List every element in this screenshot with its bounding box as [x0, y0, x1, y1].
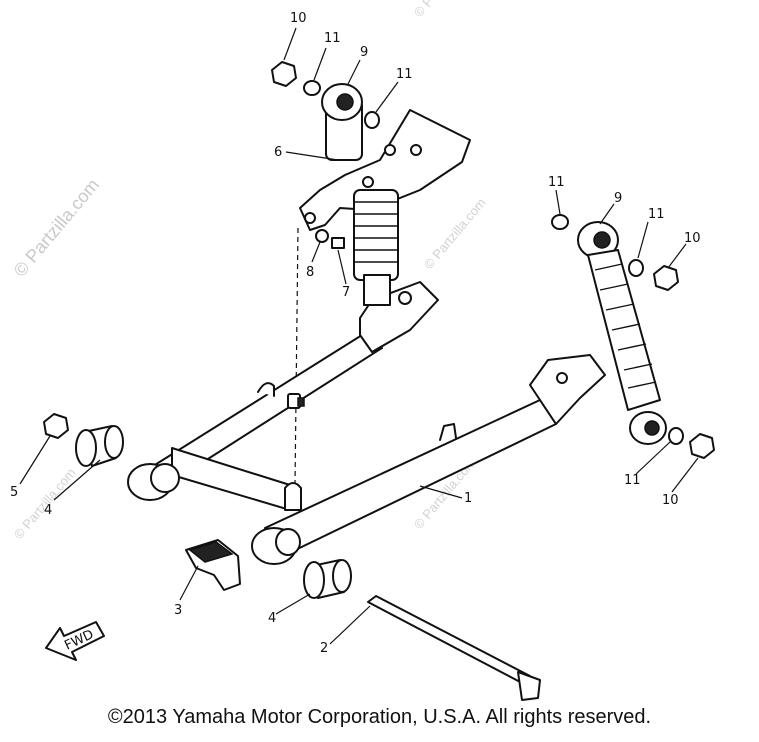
nut-right-bottom — [689, 433, 715, 459]
callout-3: 3 — [174, 603, 182, 618]
copyright-notice: ©2013 Yamaha Motor Corporation, U.S.A. A… — [107, 706, 652, 728]
swingarm-left-arm — [149, 281, 439, 481]
chain-guide — [185, 539, 241, 591]
callout-5: 5 — [10, 485, 18, 500]
callout-9b: 9 — [614, 191, 622, 206]
washer-right-c — [668, 427, 684, 445]
callout-6: 6 — [274, 145, 282, 160]
callout-4b: 4 — [268, 611, 276, 626]
callout-1: 1 — [464, 491, 472, 506]
callout-11d: 11 — [648, 207, 665, 222]
callout-11e: 11 — [624, 473, 641, 488]
pivot-shaft — [367, 595, 541, 701]
callout-4a: 4 — [44, 503, 52, 518]
swingarm-right-arm — [264, 354, 606, 556]
arm-mount-bolt — [287, 393, 305, 409]
nut-right-top — [653, 265, 679, 291]
callout-10b: 10 — [684, 231, 701, 246]
nut-left — [43, 413, 69, 439]
pivot-bushing-upper — [127, 463, 180, 501]
bushing-lower — [303, 559, 352, 599]
nut-top-left — [271, 61, 297, 87]
washer-top-left-a — [303, 80, 321, 96]
watermark-center: © Partzilla.com — [421, 195, 489, 272]
washer-mid — [315, 229, 329, 243]
washer-right-a — [551, 214, 569, 230]
shock-bracket — [299, 109, 471, 231]
callout-labels: 10 11 9 11 6 8 7 11 9 11 10 11 10 1 5 4 … — [10, 11, 701, 656]
callout-8: 8 — [306, 265, 314, 280]
bushing-upper — [75, 425, 124, 467]
callout-11c: 11 — [548, 175, 565, 190]
fwd-label: FWD — [62, 627, 96, 653]
callout-11b: 11 — [396, 67, 413, 82]
pivot-bushing-lower — [251, 527, 301, 565]
callout-2: 2 — [320, 641, 328, 656]
washer-top-left-b — [364, 111, 380, 129]
washer-right-b — [628, 259, 644, 277]
shock-absorber-left — [321, 83, 399, 306]
watermark-left: © Partzilla.com — [10, 175, 103, 281]
callout-10a: 10 — [290, 11, 307, 26]
swingarm-cross-tube — [171, 447, 302, 511]
alignment-line — [294, 227, 299, 486]
bolt-small — [331, 237, 345, 249]
watermark-top: © Partzilla.com — [411, 0, 479, 20]
fwd-arrow-icon: FWD — [45, 621, 105, 661]
shock-absorber-right — [577, 221, 667, 445]
callout-11a: 11 — [324, 31, 341, 46]
callout-10c: 10 — [662, 493, 679, 508]
callout-9a: 9 — [360, 45, 368, 60]
callout-7: 7 — [342, 285, 350, 300]
leader-lines — [19, 27, 699, 645]
